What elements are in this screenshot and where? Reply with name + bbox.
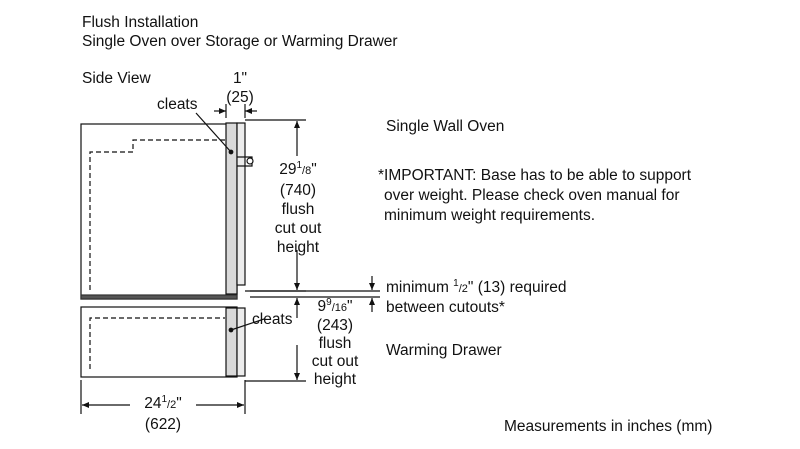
oven-door bbox=[236, 122, 246, 286]
important-note-line-2: over weight. Please check oven manual fo… bbox=[384, 187, 680, 204]
drawer-height-mm: (243) bbox=[316, 317, 354, 334]
oven-height-text-3: height bbox=[276, 239, 320, 256]
depth-dimension: 1" (25) bbox=[220, 69, 260, 107]
oven-height-value: 291/8" bbox=[279, 160, 317, 179]
drawer-height-dimension: 99/16" (243) flush cut out height bbox=[300, 298, 370, 389]
depth-value: 1" bbox=[232, 70, 248, 87]
depth-mm: (25) bbox=[226, 89, 254, 106]
oven-height-text-1: flush bbox=[281, 201, 315, 218]
drawer-front bbox=[236, 307, 246, 377]
drawer-height-value: 99/16" bbox=[317, 297, 353, 316]
width-mm: (622) bbox=[144, 416, 182, 433]
drawer-frame bbox=[225, 307, 238, 377]
lower-cabinet-hidden-edge bbox=[89, 317, 225, 369]
gap-dimension-line-2: between cutouts* bbox=[386, 299, 505, 316]
important-note-line-3: minimum weight requirements. bbox=[384, 207, 596, 224]
footer-note: Measurements in inches (mm) bbox=[504, 418, 713, 435]
oven-height-dimension: 291/8" (740) flush cut out height bbox=[262, 160, 334, 257]
support-shelf bbox=[80, 294, 238, 300]
width-dimension: 241/2" (622) bbox=[131, 394, 195, 434]
oven-height-mm: (740) bbox=[279, 182, 317, 199]
gap-dimension-line-1: minimum 1/2" (13) required bbox=[386, 278, 567, 297]
oven-label: Single Wall Oven bbox=[386, 118, 505, 135]
oven-height-text-2: cut out bbox=[274, 220, 322, 237]
upper-cabinet bbox=[80, 123, 238, 300]
cleats-label-bottom: cleats bbox=[252, 311, 293, 328]
page-subtitle: Single Oven over Storage or Warming Draw… bbox=[82, 33, 398, 50]
drawer-height-text-3: height bbox=[313, 371, 357, 388]
page-title: Flush Installation bbox=[82, 14, 199, 31]
width-value: 241/2" bbox=[144, 394, 182, 413]
upper-cabinet-hidden-edge bbox=[89, 139, 225, 290]
drawer-label: Warming Drawer bbox=[386, 342, 502, 359]
view-label: Side View bbox=[82, 70, 151, 87]
drawer-height-text-2: cut out bbox=[311, 353, 359, 370]
drawer-height-text-1: flush bbox=[318, 335, 352, 352]
cleats-label-top: cleats bbox=[157, 96, 198, 113]
important-note-line-1: *IMPORTANT: Base has to be able to suppo… bbox=[378, 167, 692, 184]
